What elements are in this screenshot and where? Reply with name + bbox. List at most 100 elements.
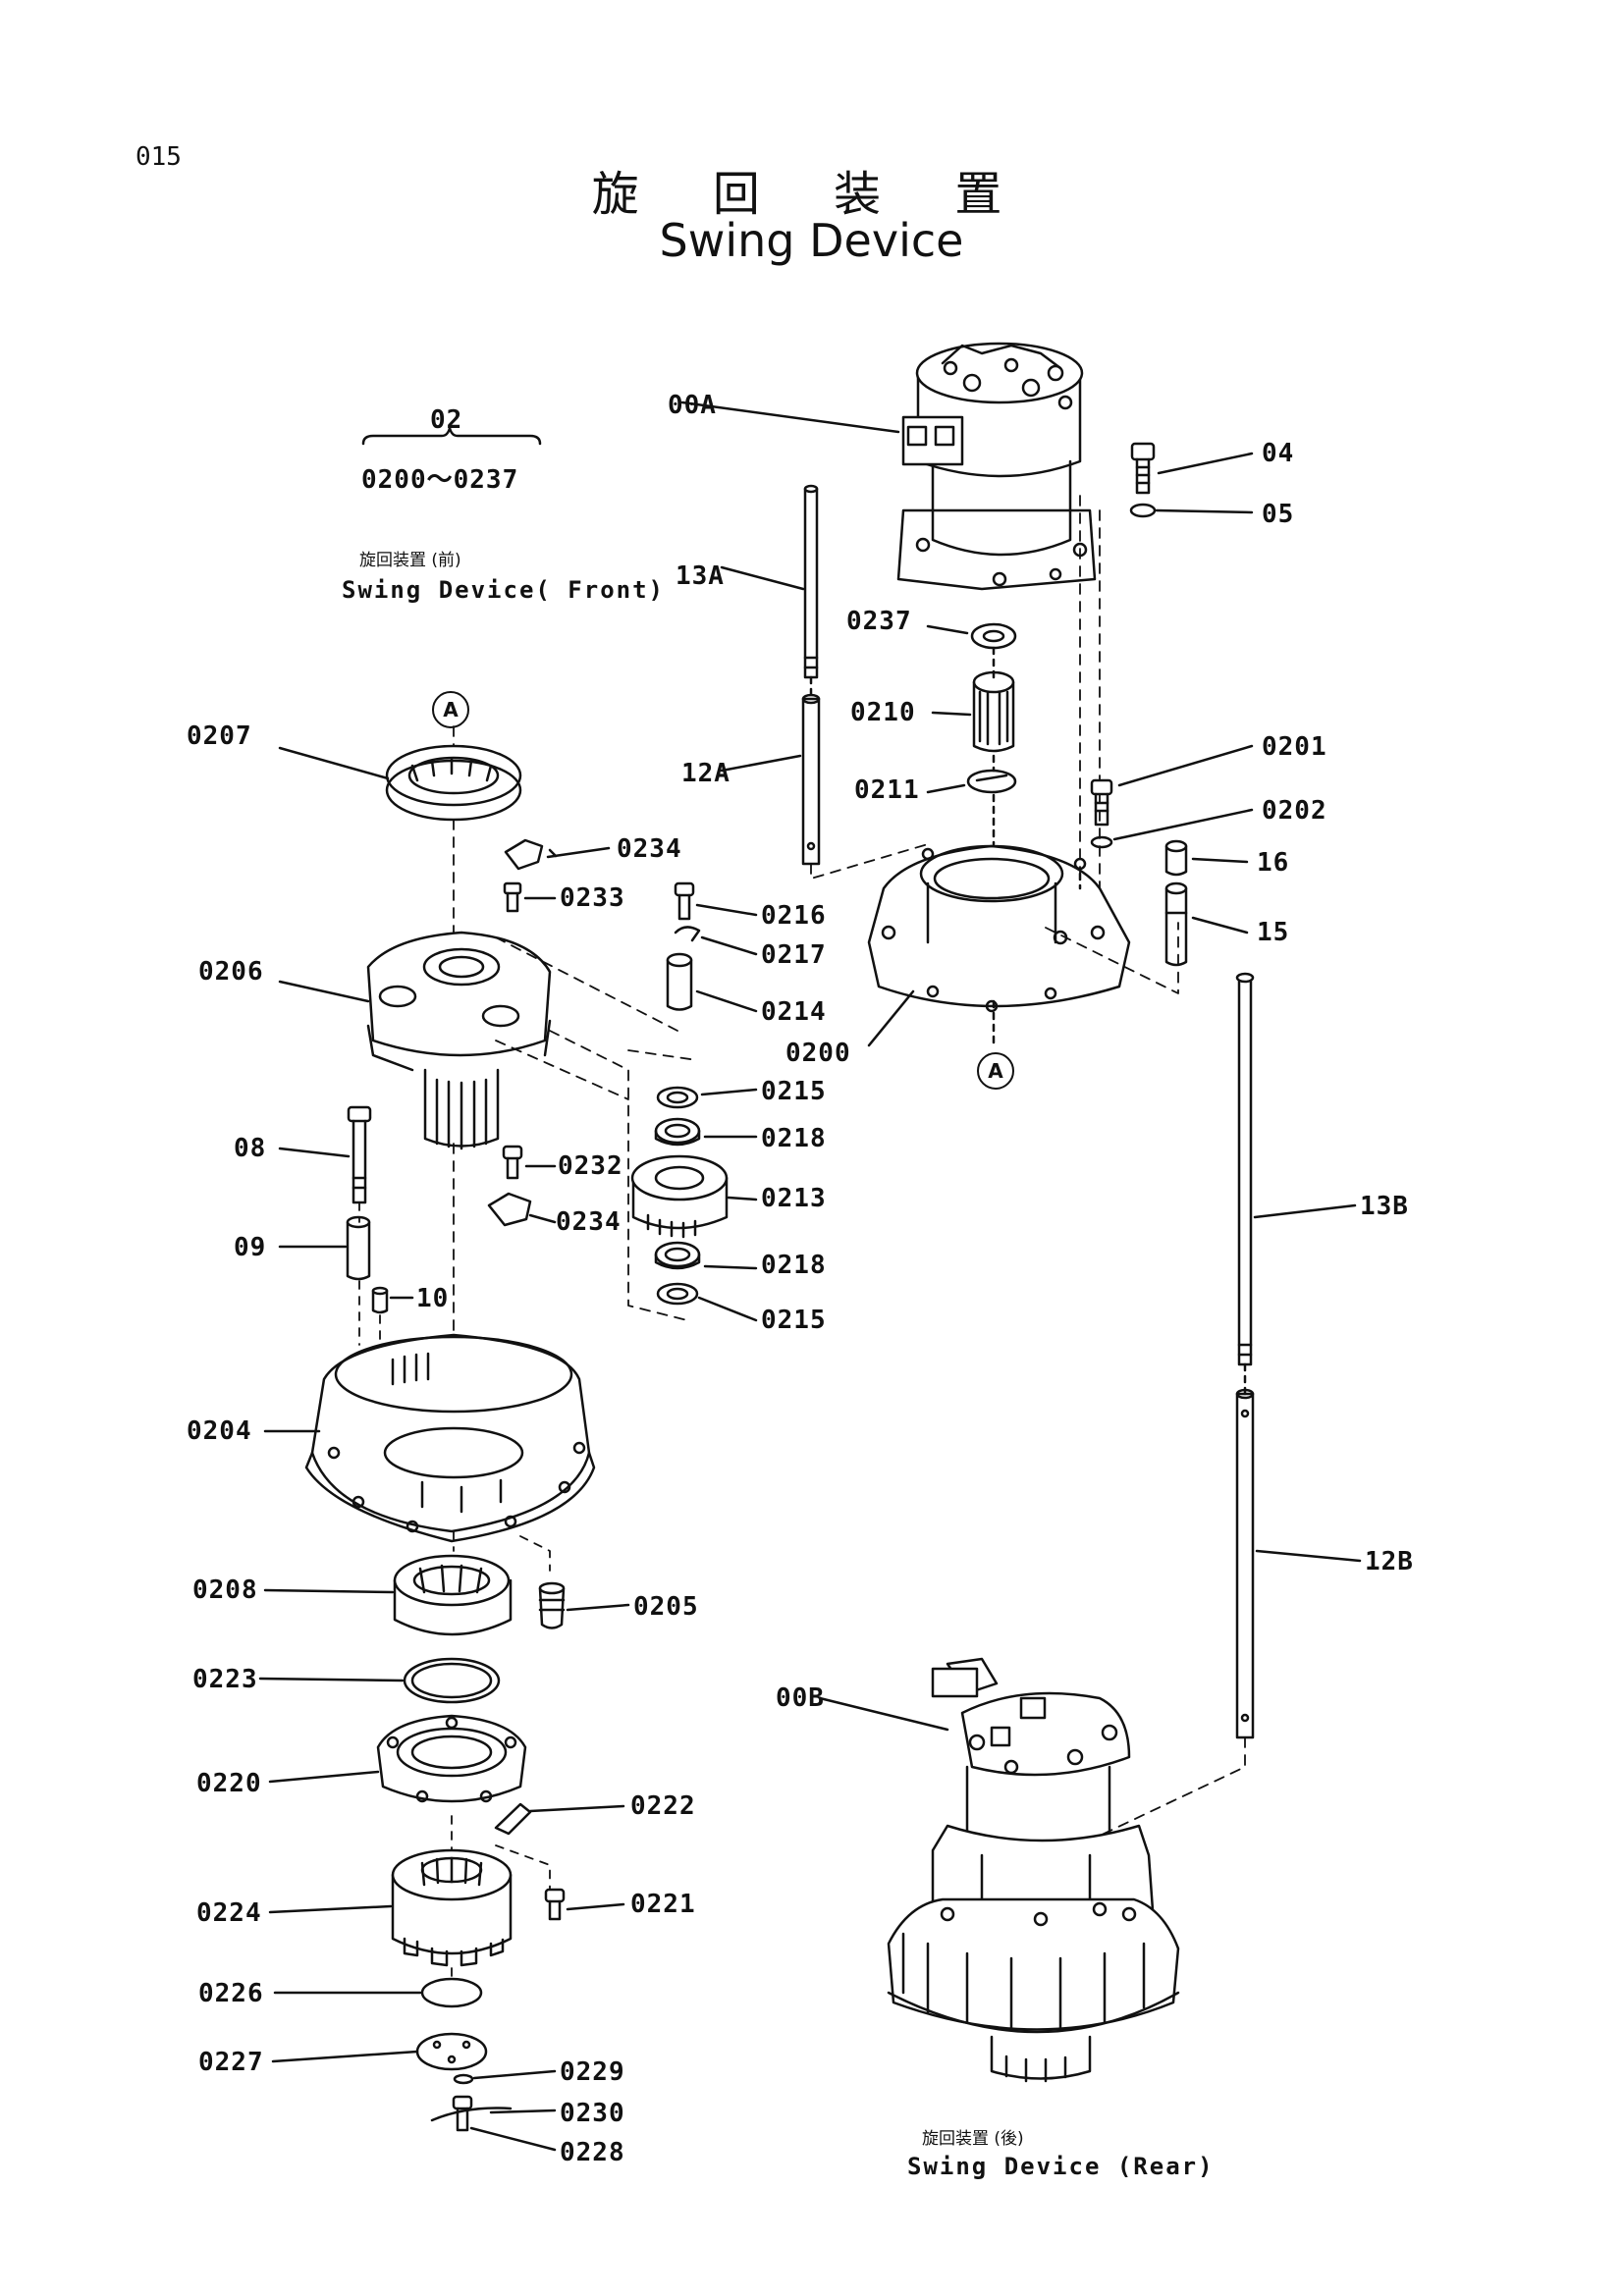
bolt-0228 <box>452 2095 473 2132</box>
leader-13b <box>1253 1203 1357 1219</box>
leader-0202 <box>1112 808 1254 841</box>
label-0234-bottom: 0234 <box>556 1207 622 1237</box>
plug-0205 <box>538 1581 566 1629</box>
bolt-0232 <box>502 1145 523 1180</box>
carrier-0206 <box>366 931 552 1150</box>
bolt-13b <box>1235 972 1255 1366</box>
label-04: 04 <box>1262 439 1295 468</box>
washer-0202 <box>1090 835 1113 849</box>
washer-0215a <box>656 1086 699 1109</box>
leader-0227 <box>271 2050 419 2063</box>
leader-0224 <box>268 1904 393 1914</box>
leader-08 <box>278 1147 351 1158</box>
label-0207: 0207 <box>187 721 252 751</box>
plate-0234b <box>487 1192 532 1227</box>
pin-0214 <box>666 952 693 1011</box>
label-0213: 0213 <box>761 1184 827 1213</box>
leader-0214 <box>695 989 758 1013</box>
label-10: 10 <box>416 1284 450 1313</box>
bearing-0218a <box>654 1117 701 1147</box>
leader-0201 <box>1117 744 1254 787</box>
label-0205: 0205 <box>633 1592 699 1622</box>
gear-0213 <box>630 1154 729 1239</box>
label-0221: 0221 <box>630 1890 696 1919</box>
label-0206: 0206 <box>198 957 264 987</box>
leader-0230 <box>489 2109 557 2114</box>
leader-0217 <box>700 935 758 956</box>
label-0233: 0233 <box>560 883 625 913</box>
label-0220: 0220 <box>196 1769 262 1798</box>
pinion-0224 <box>391 1848 513 1967</box>
leader-0206 <box>278 980 370 1003</box>
label-0208: 0208 <box>192 1575 258 1605</box>
label-00a: 00A <box>668 391 717 420</box>
leader-05 <box>1155 508 1254 514</box>
shaft-0210 <box>972 670 1015 753</box>
cover-0227 <box>415 2032 488 2071</box>
leader-0207 <box>278 746 390 780</box>
pin-16 <box>1164 839 1188 877</box>
pin-10 <box>371 1286 389 1314</box>
label-0237: 0237 <box>846 607 912 636</box>
leader-0237 <box>926 624 969 635</box>
caption-rear-en: Swing Device (Rear) <box>907 2153 1215 2180</box>
label-12b: 12B <box>1365 1547 1414 1576</box>
label-0211: 0211 <box>854 775 920 805</box>
ring-0223 <box>403 1657 501 1704</box>
label-0228: 0228 <box>560 2138 625 2167</box>
label-0216: 0216 <box>761 901 827 931</box>
label-09: 09 <box>234 1233 267 1262</box>
leader-0200 <box>867 989 915 1047</box>
wire-0230 <box>430 2107 513 2122</box>
leader-0211 <box>926 783 966 794</box>
motor-00a <box>896 342 1097 591</box>
label-0224: 0224 <box>196 1898 262 1928</box>
housing-0204 <box>304 1333 596 1543</box>
leader-13a <box>720 565 805 591</box>
label-13a: 13A <box>676 561 725 591</box>
page-number: 015 <box>135 142 182 172</box>
plate-0234a <box>504 838 544 871</box>
caption-front-jp: 旋回装置 (前) <box>359 551 461 570</box>
label-0222: 0222 <box>630 1791 696 1821</box>
leader-0205 <box>566 1603 630 1612</box>
leader-0223 <box>258 1677 405 1682</box>
leader-16 <box>1191 857 1249 864</box>
label-0223: 0223 <box>192 1665 258 1694</box>
bolt-0201 <box>1090 778 1113 827</box>
cover-0220 <box>376 1714 527 1803</box>
label-0201: 0201 <box>1262 732 1327 762</box>
leader-12b <box>1255 1549 1362 1563</box>
sleeve-12b <box>1235 1388 1255 1739</box>
label-08: 08 <box>234 1134 267 1163</box>
leader-0229 <box>472 2069 557 2080</box>
label-0226: 0226 <box>198 1979 264 2008</box>
leader-0228 <box>469 2126 557 2152</box>
label-0232: 0232 <box>558 1151 623 1181</box>
leader-0213 <box>727 1196 758 1201</box>
bolt-0216 <box>674 881 695 921</box>
label-0230: 0230 <box>560 2099 625 2128</box>
label-0217: 0217 <box>761 940 827 970</box>
leader-0216 <box>695 903 758 917</box>
plate-0226 <box>420 1977 483 2008</box>
label-00b: 00B <box>776 1683 825 1713</box>
group-bracket <box>361 426 542 446</box>
assembly-00b <box>887 1657 1180 2083</box>
pin-15 <box>1164 881 1188 967</box>
washer-05 <box>1129 503 1157 518</box>
label-0214: 0214 <box>761 997 827 1027</box>
group-number: 02 <box>430 405 463 435</box>
label-12a: 12A <box>681 759 730 788</box>
leader-00b <box>818 1696 949 1732</box>
leader-0234a <box>546 846 611 859</box>
label-16: 16 <box>1257 848 1290 878</box>
title-japanese: 旋 回 装 置 <box>591 167 1032 222</box>
leader-0215a <box>700 1088 758 1096</box>
label-0234-top: 0234 <box>617 834 682 864</box>
leader-0220 <box>268 1770 380 1784</box>
clip-0217 <box>674 926 701 942</box>
label-0229: 0229 <box>560 2057 625 2087</box>
leader-12a <box>720 754 802 773</box>
